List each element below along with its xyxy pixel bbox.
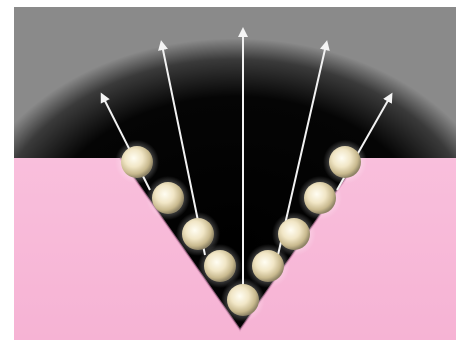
sphere-9 (329, 146, 361, 178)
sphere-3 (182, 218, 214, 250)
sphere-8 (304, 182, 336, 214)
sphere-6 (252, 250, 284, 282)
sphere-5 (227, 284, 259, 316)
sphere-4 (204, 250, 236, 282)
sphere-2 (152, 182, 184, 214)
sphere-1 (121, 146, 153, 178)
sphere-7 (278, 218, 310, 250)
